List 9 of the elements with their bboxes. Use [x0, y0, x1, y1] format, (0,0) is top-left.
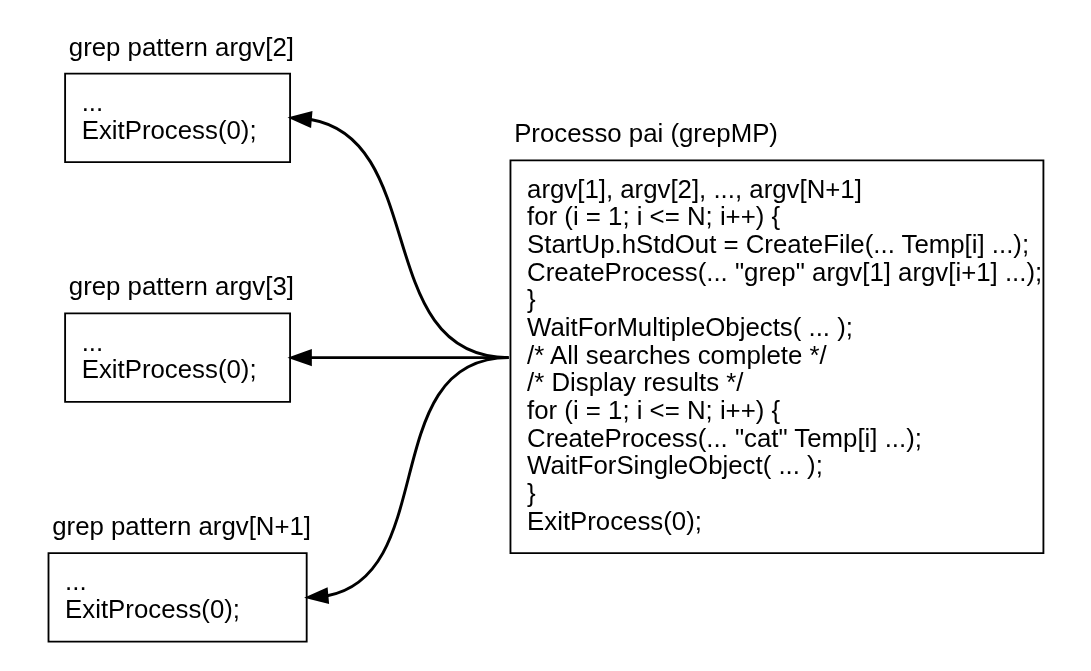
node-label: grep pattern argv[3] [68, 272, 294, 301]
node-box: argv[1], argv[2], ..., argv[N+1] for (i = 1; i <= N; i++) { StartUp.hStdOut = CreateFile(... Temp[i] ...); CreateProcess(... "grep" argv[1] argv[i+1] ...); } WaitForMultipleObjects( ... ); /* All searches complete */ /* Display results */ for (i = 1; i <= N; i++) { CreateProcess(... "cat" Temp[i] ...); WaitForSingleObject( ... ); } ExitProcess(0); [509, 159, 1045, 555]
node-label: Processo pai (grepMP) [514, 119, 778, 148]
node-box: ... ExitProcess(0); [64, 312, 291, 403]
node-box: ... ExitProcess(0); [64, 72, 291, 164]
node-label: grep pattern argv[2] [68, 32, 294, 61]
node-box: ... ExitProcess(0); [47, 552, 308, 643]
node-label: grep pattern argv[N+1] [52, 512, 312, 541]
arrow [304, 356, 509, 605]
